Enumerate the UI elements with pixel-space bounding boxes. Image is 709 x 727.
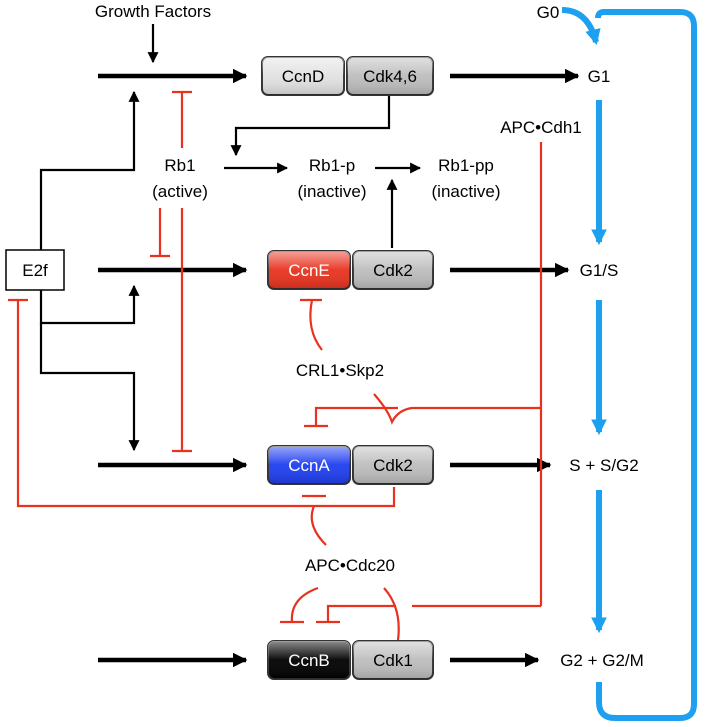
complex-ccna-cdk2: CcnA Cdk2 bbox=[267, 445, 434, 485]
cdh1-inhibits-crl1 bbox=[373, 393, 541, 425]
cdk-label-cdk2-a: Cdk2 bbox=[373, 456, 413, 475]
inhibition-lines bbox=[8, 90, 543, 641]
rb1-label: Rb1 bbox=[164, 156, 195, 175]
cdc20-inhibits-ccna bbox=[310, 505, 327, 546]
rb1pp-label: Rb1-pp bbox=[438, 156, 494, 175]
complex-ccnd-cdk46: CcnD Cdk4,6 bbox=[261, 56, 434, 96]
g2m-return-loop bbox=[595, 9, 697, 721]
crl1-skp2-label: CRL1•Skp2 bbox=[296, 361, 384, 380]
cdk-label-cdk1: Cdk1 bbox=[373, 651, 413, 670]
cyclin-label-ccnd: CcnD bbox=[282, 67, 325, 86]
rb1p-state-label: (inactive) bbox=[298, 182, 367, 201]
cyclin-label-ccna: CcnA bbox=[288, 456, 330, 475]
crl1-inhibits-ccne bbox=[309, 299, 323, 351]
cdh1-inhibits-ccna bbox=[314, 406, 398, 426]
g0-label: G0 bbox=[537, 3, 560, 22]
g0-loop-arrow bbox=[561, 7, 601, 46]
e2f-to-ccne-arrow bbox=[39, 284, 140, 325]
cdh1-inhibits-ccnb bbox=[326, 604, 541, 622]
cyclin-label-ccnb: CcnB bbox=[288, 651, 330, 670]
rb1pp-state-label: (inactive) bbox=[432, 182, 501, 201]
cdc20-inhibits-ccnb bbox=[290, 586, 319, 623]
cyclin-label-ccne: CcnE bbox=[288, 261, 330, 280]
complex-ccnb-cdk1: CcnB Cdk1 bbox=[267, 640, 434, 680]
activation-arrows bbox=[39, 24, 580, 668]
g1-label: G1 bbox=[588, 67, 611, 86]
cdk-label-cdk2-e: Cdk2 bbox=[373, 261, 413, 280]
growth-factors-label: Growth Factors bbox=[95, 2, 211, 21]
rb1-state-label: (active) bbox=[152, 182, 208, 201]
cdk1-to-apc-cdc20 bbox=[383, 587, 400, 641]
apc-cdh1-label: APC•Cdh1 bbox=[500, 118, 582, 137]
e2f-to-ccnd-arrow bbox=[39, 90, 140, 250]
ccna-inhibits-e2f bbox=[16, 300, 396, 508]
rb1p-label: Rb1-p bbox=[309, 156, 355, 175]
cdk46-to-rb1-arrow bbox=[230, 96, 391, 157]
cycle-arrows bbox=[561, 7, 697, 721]
text-labels: Growth Factors G0 G1 G1/S S + S/G2 G2 + … bbox=[95, 2, 644, 670]
g2-g2m-label: G2 + G2/M bbox=[560, 651, 644, 670]
e2f-box bbox=[5, 249, 65, 291]
g1s-label: G1/S bbox=[580, 261, 619, 280]
apc-cdc20-label: APC•Cdc20 bbox=[305, 556, 395, 575]
e2f-node: E2f bbox=[5, 249, 65, 291]
cdk-label-cdk46: Cdk4,6 bbox=[363, 67, 417, 86]
complex-ccne-cdk2: CcnE Cdk2 bbox=[267, 250, 434, 290]
s-sg2-label: S + S/G2 bbox=[569, 456, 638, 475]
e2f-label: E2f bbox=[22, 261, 48, 280]
e2f-to-ccna-arrow bbox=[39, 323, 140, 452]
